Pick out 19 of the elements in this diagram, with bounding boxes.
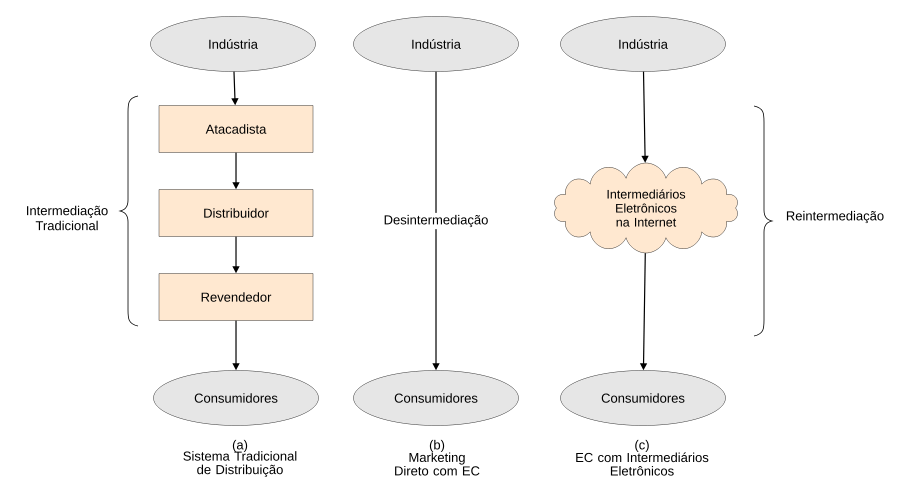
oval-node: Indústria [560, 16, 726, 72]
panel-caption: Marketing Direto com EC [395, 452, 480, 476]
oval-node: Consumidores [353, 370, 519, 426]
oval-node: Indústria [150, 16, 316, 72]
oval-node: Consumidores [560, 370, 726, 426]
cloud-node: Intermediários Eletrônicos na Internet [554, 162, 738, 254]
side-label: Reintermediação [786, 210, 884, 224]
oval-node: Indústria [353, 16, 519, 72]
process-box: Atacadista [158, 105, 314, 153]
process-box: Distribuidor [158, 189, 314, 237]
panel-caption: EC com Intermediários Eletrônicos [576, 452, 708, 476]
panel-letter: (b) [430, 440, 444, 452]
process-box: Revendedor [158, 273, 314, 321]
edge-label: Desintermediação [382, 212, 490, 230]
side-label: Intermediação Tradicional [27, 206, 108, 230]
panel-letter: (a) [232, 440, 248, 452]
panel-caption: Sistema Tradicional de Distribuição [183, 451, 296, 477]
panel-letter: (c) [635, 440, 649, 452]
oval-node: Consumidores [153, 370, 319, 426]
